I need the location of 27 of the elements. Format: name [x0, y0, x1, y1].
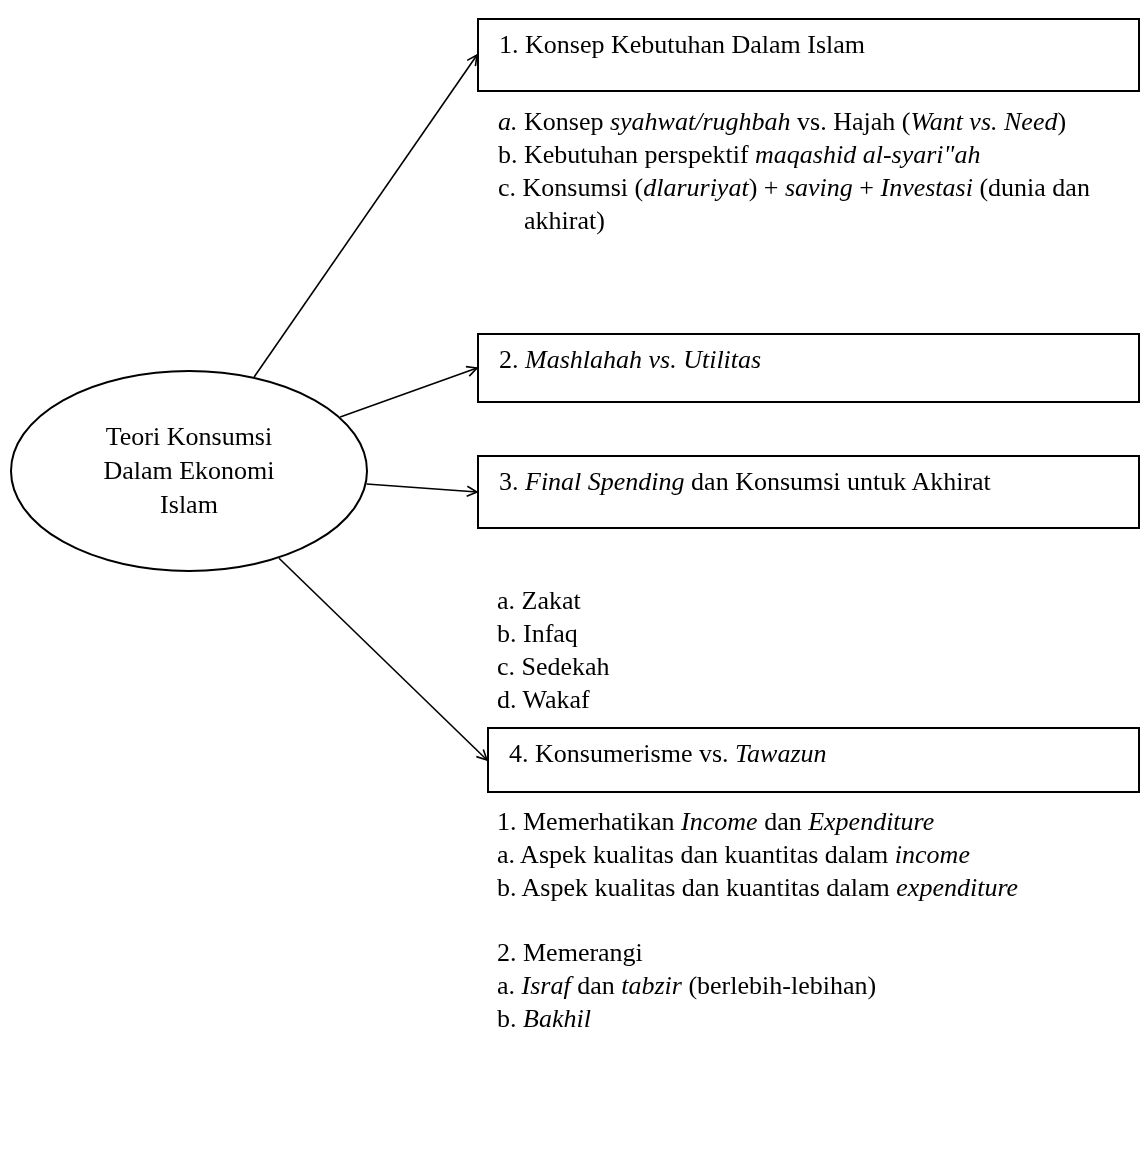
box-title: 1. Konsep Kebutuhan Dalam Islam [499, 29, 867, 61]
topic-title: Teori Konsumsi Dalam Ekonomi Islam [102, 421, 276, 521]
arrow [339, 365, 478, 418]
list-item: d. Wakaf [497, 684, 591, 716]
topic-box [477, 18, 1140, 92]
list-item: b. Aspek kualitas dan kuantitas dalam expenditure [497, 872, 1020, 904]
topic-box [487, 727, 1140, 793]
list-item: a. Israf dan tabzir (berlebih-lebihan) [497, 970, 878, 1002]
box-title: 4. Konsumerisme vs. Tawazun [509, 738, 828, 770]
arrow [278, 557, 488, 761]
list-item: b. Infaq [497, 618, 579, 650]
list-item: b. Bakhil [497, 1003, 592, 1035]
arrow [253, 54, 478, 378]
list-item: c. Sedekah [497, 651, 611, 683]
list-item: 2. Memerangi [497, 937, 644, 969]
topic-ellipse [10, 370, 368, 572]
list-item: a. Konsep syahwat/rughbah vs. Hajah (Want vs. Need) [498, 106, 1068, 138]
list-item: a. Zakat [497, 585, 582, 617]
box-title: 3. Final Spending dan Konsumsi untuk Akhirat [499, 466, 992, 498]
list-item: b. Kebutuhan perspektif maqashid al-syari"ah [498, 139, 982, 171]
arrow [365, 483, 478, 498]
list-item: a. Aspek kualitas dan kuantitas dalam income [497, 839, 971, 871]
box-title: 2. Mashlahah vs. Utilitas [499, 344, 763, 376]
list-item: 1. Memerhatikan Income dan Expenditure [497, 806, 936, 838]
list-item: c. Konsumsi (dlaruriyat) + saving + Investasi (dunia dan akhirat) [498, 172, 1091, 237]
topic-box [477, 333, 1140, 403]
topic-box [477, 455, 1140, 529]
